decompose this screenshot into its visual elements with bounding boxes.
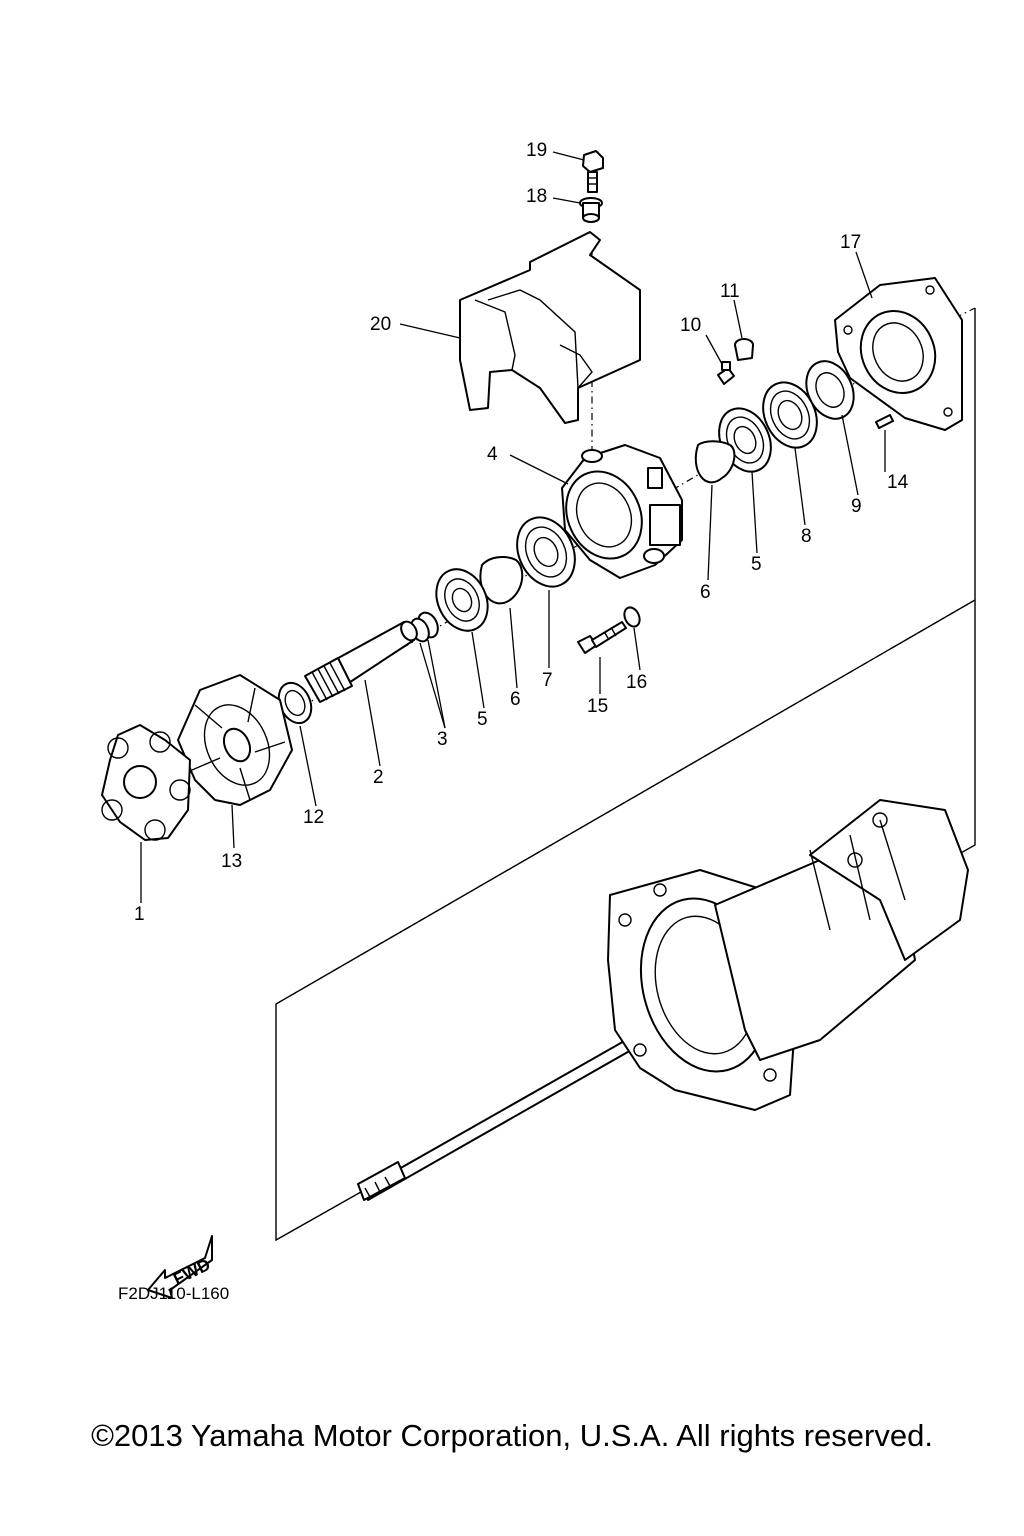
callout-5-lower: 5: [477, 709, 488, 730]
part-5-bearing-lower: [435, 568, 489, 632]
callout-11: 11: [720, 281, 740, 302]
callout-6-upper: 6: [700, 582, 711, 603]
part-8-bearing: [762, 381, 818, 449]
part-12-coupling: [177, 674, 293, 806]
part-20-cover: [459, 231, 641, 424]
callout-19: 19: [526, 140, 547, 161]
callout-8: 8: [801, 526, 812, 547]
part-15-bolt: [577, 621, 627, 654]
callout-5-upper: 5: [751, 554, 762, 575]
leader-lines: [140, 151, 886, 903]
callout-15: 15: [587, 696, 608, 717]
figure-code: F2DJ110-L160: [118, 1284, 229, 1303]
part-10-grease-nipple: [717, 361, 735, 385]
part-13-washer: [277, 681, 313, 725]
callout-7: 7: [542, 670, 553, 691]
part-14-pin: [875, 414, 894, 429]
part-18-collar: [579, 197, 603, 223]
part-1-damper: [101, 724, 191, 841]
part-6-circlip-upper: [694, 440, 736, 484]
part-19-bolt: [582, 150, 604, 193]
part-2-shaft: [304, 620, 418, 703]
callout-13: 12: [303, 807, 324, 828]
callout-6-lower: 6: [510, 689, 521, 710]
part-7-bearing: [516, 516, 576, 588]
callout-20: 20: [370, 314, 391, 335]
part-16-washer: [623, 606, 641, 628]
callout-labels: 19 18 17 11 10 20 4 14 9 8 5 6 7 16 6 15…: [134, 140, 909, 925]
callout-3: 3: [437, 729, 448, 750]
part-11-cap: [734, 338, 754, 361]
callout-14: 14: [887, 472, 909, 493]
part-4-bearing-housing: [561, 444, 683, 579]
callout-1: 1: [134, 904, 145, 925]
callout-18: 18: [526, 186, 547, 207]
callout-12: 13: [221, 851, 242, 872]
callout-2: 2: [373, 767, 384, 788]
callout-16: 16: [626, 672, 647, 693]
part-17-housing-flange: [834, 277, 963, 431]
callout-4: 4: [487, 444, 498, 465]
copyright-notice: ©2013 Yamaha Motor Corporation, U.S.A. A…: [91, 1418, 933, 1453]
callout-17: 17: [840, 232, 861, 253]
callout-10: 10: [680, 315, 701, 336]
jet-pump-assembly: [357, 799, 969, 1201]
callout-9: 9: [851, 496, 862, 517]
